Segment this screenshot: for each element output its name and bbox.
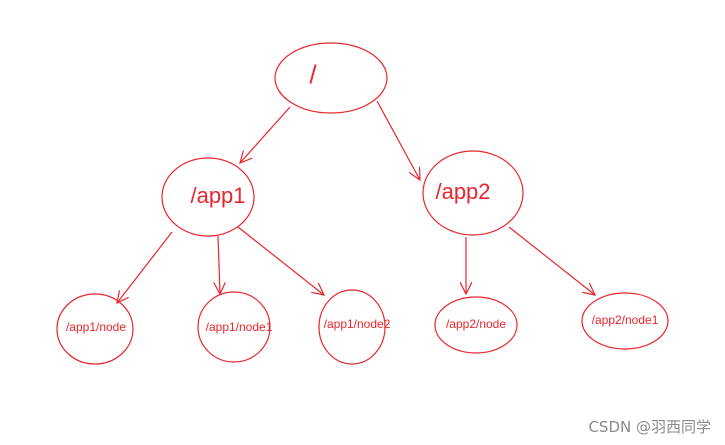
edge-app1-app1-node1 <box>218 235 220 294</box>
node-app1-node1 <box>197 291 271 363</box>
node-app1 <box>161 157 255 237</box>
node-app2 <box>422 150 524 236</box>
edge-app1-app1-node2 <box>237 226 324 295</box>
node-app1-node2 <box>318 289 386 365</box>
node-app2-label: /app2 <box>435 179 491 204</box>
node-app1-node2-label: /app1/node2 <box>323 317 391 331</box>
edge-app2-app2-node1 <box>508 226 595 295</box>
watermark: CSDN @羽西同学 <box>588 418 711 436</box>
node-app1-node1-label: /app1/node1 <box>205 320 273 334</box>
node-app2-node <box>434 296 518 354</box>
node-app2-node1-label: /app2/node1 <box>591 313 659 327</box>
node-root <box>274 42 388 114</box>
node-root-label: / <box>309 59 317 90</box>
node-app2-node1 <box>581 292 669 350</box>
edge-root-app2 <box>376 100 420 180</box>
node-app1-node-label: /app1/node <box>65 320 127 334</box>
node-app1-label: /app1 <box>190 183 246 208</box>
edge-root-app1 <box>240 106 291 163</box>
edge-app1-app1-node <box>117 231 173 303</box>
node-app2-node-label: /app2/node <box>445 317 507 331</box>
node-app1-node <box>56 293 134 365</box>
